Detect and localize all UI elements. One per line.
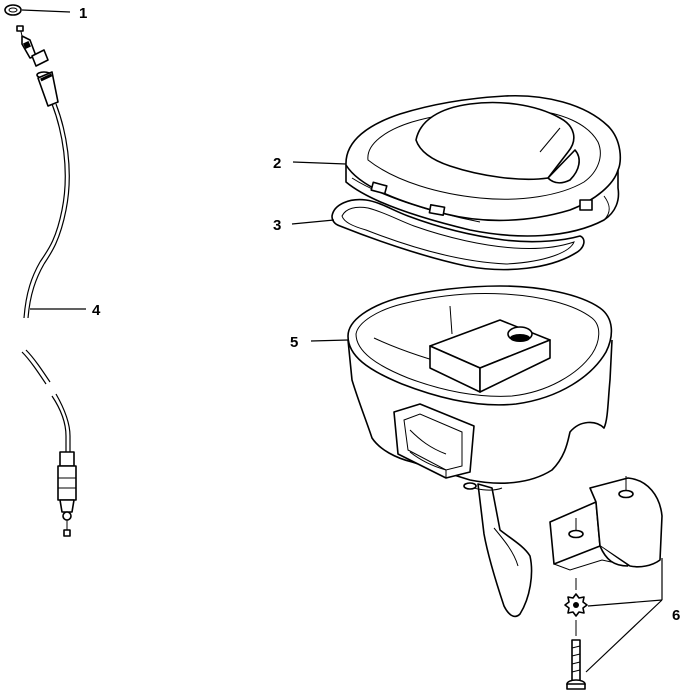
callout-4: 4 (92, 302, 101, 319)
leader-line-3 (291, 219, 335, 225)
leader-line-6a (587, 599, 663, 607)
leader-line-6c (585, 599, 663, 673)
callout-2: 2 (273, 155, 281, 172)
leader-line-5 (310, 339, 349, 342)
housing-part (347, 285, 613, 618)
gasket-part (331, 198, 585, 271)
o-ring-part (4, 4, 22, 16)
clamp-part (549, 476, 663, 571)
callout-5: 5 (290, 334, 298, 351)
leader-line-2 (292, 161, 347, 165)
housing-cover-part (345, 94, 622, 237)
star-washer-part (564, 593, 588, 617)
callout-1: 1 (79, 5, 87, 22)
leader-line-1 (21, 9, 71, 13)
screw-part (566, 639, 586, 690)
callout-6: 6 (672, 607, 680, 624)
callout-3: 3 (273, 217, 281, 234)
throttle-cable-part (16, 25, 77, 537)
